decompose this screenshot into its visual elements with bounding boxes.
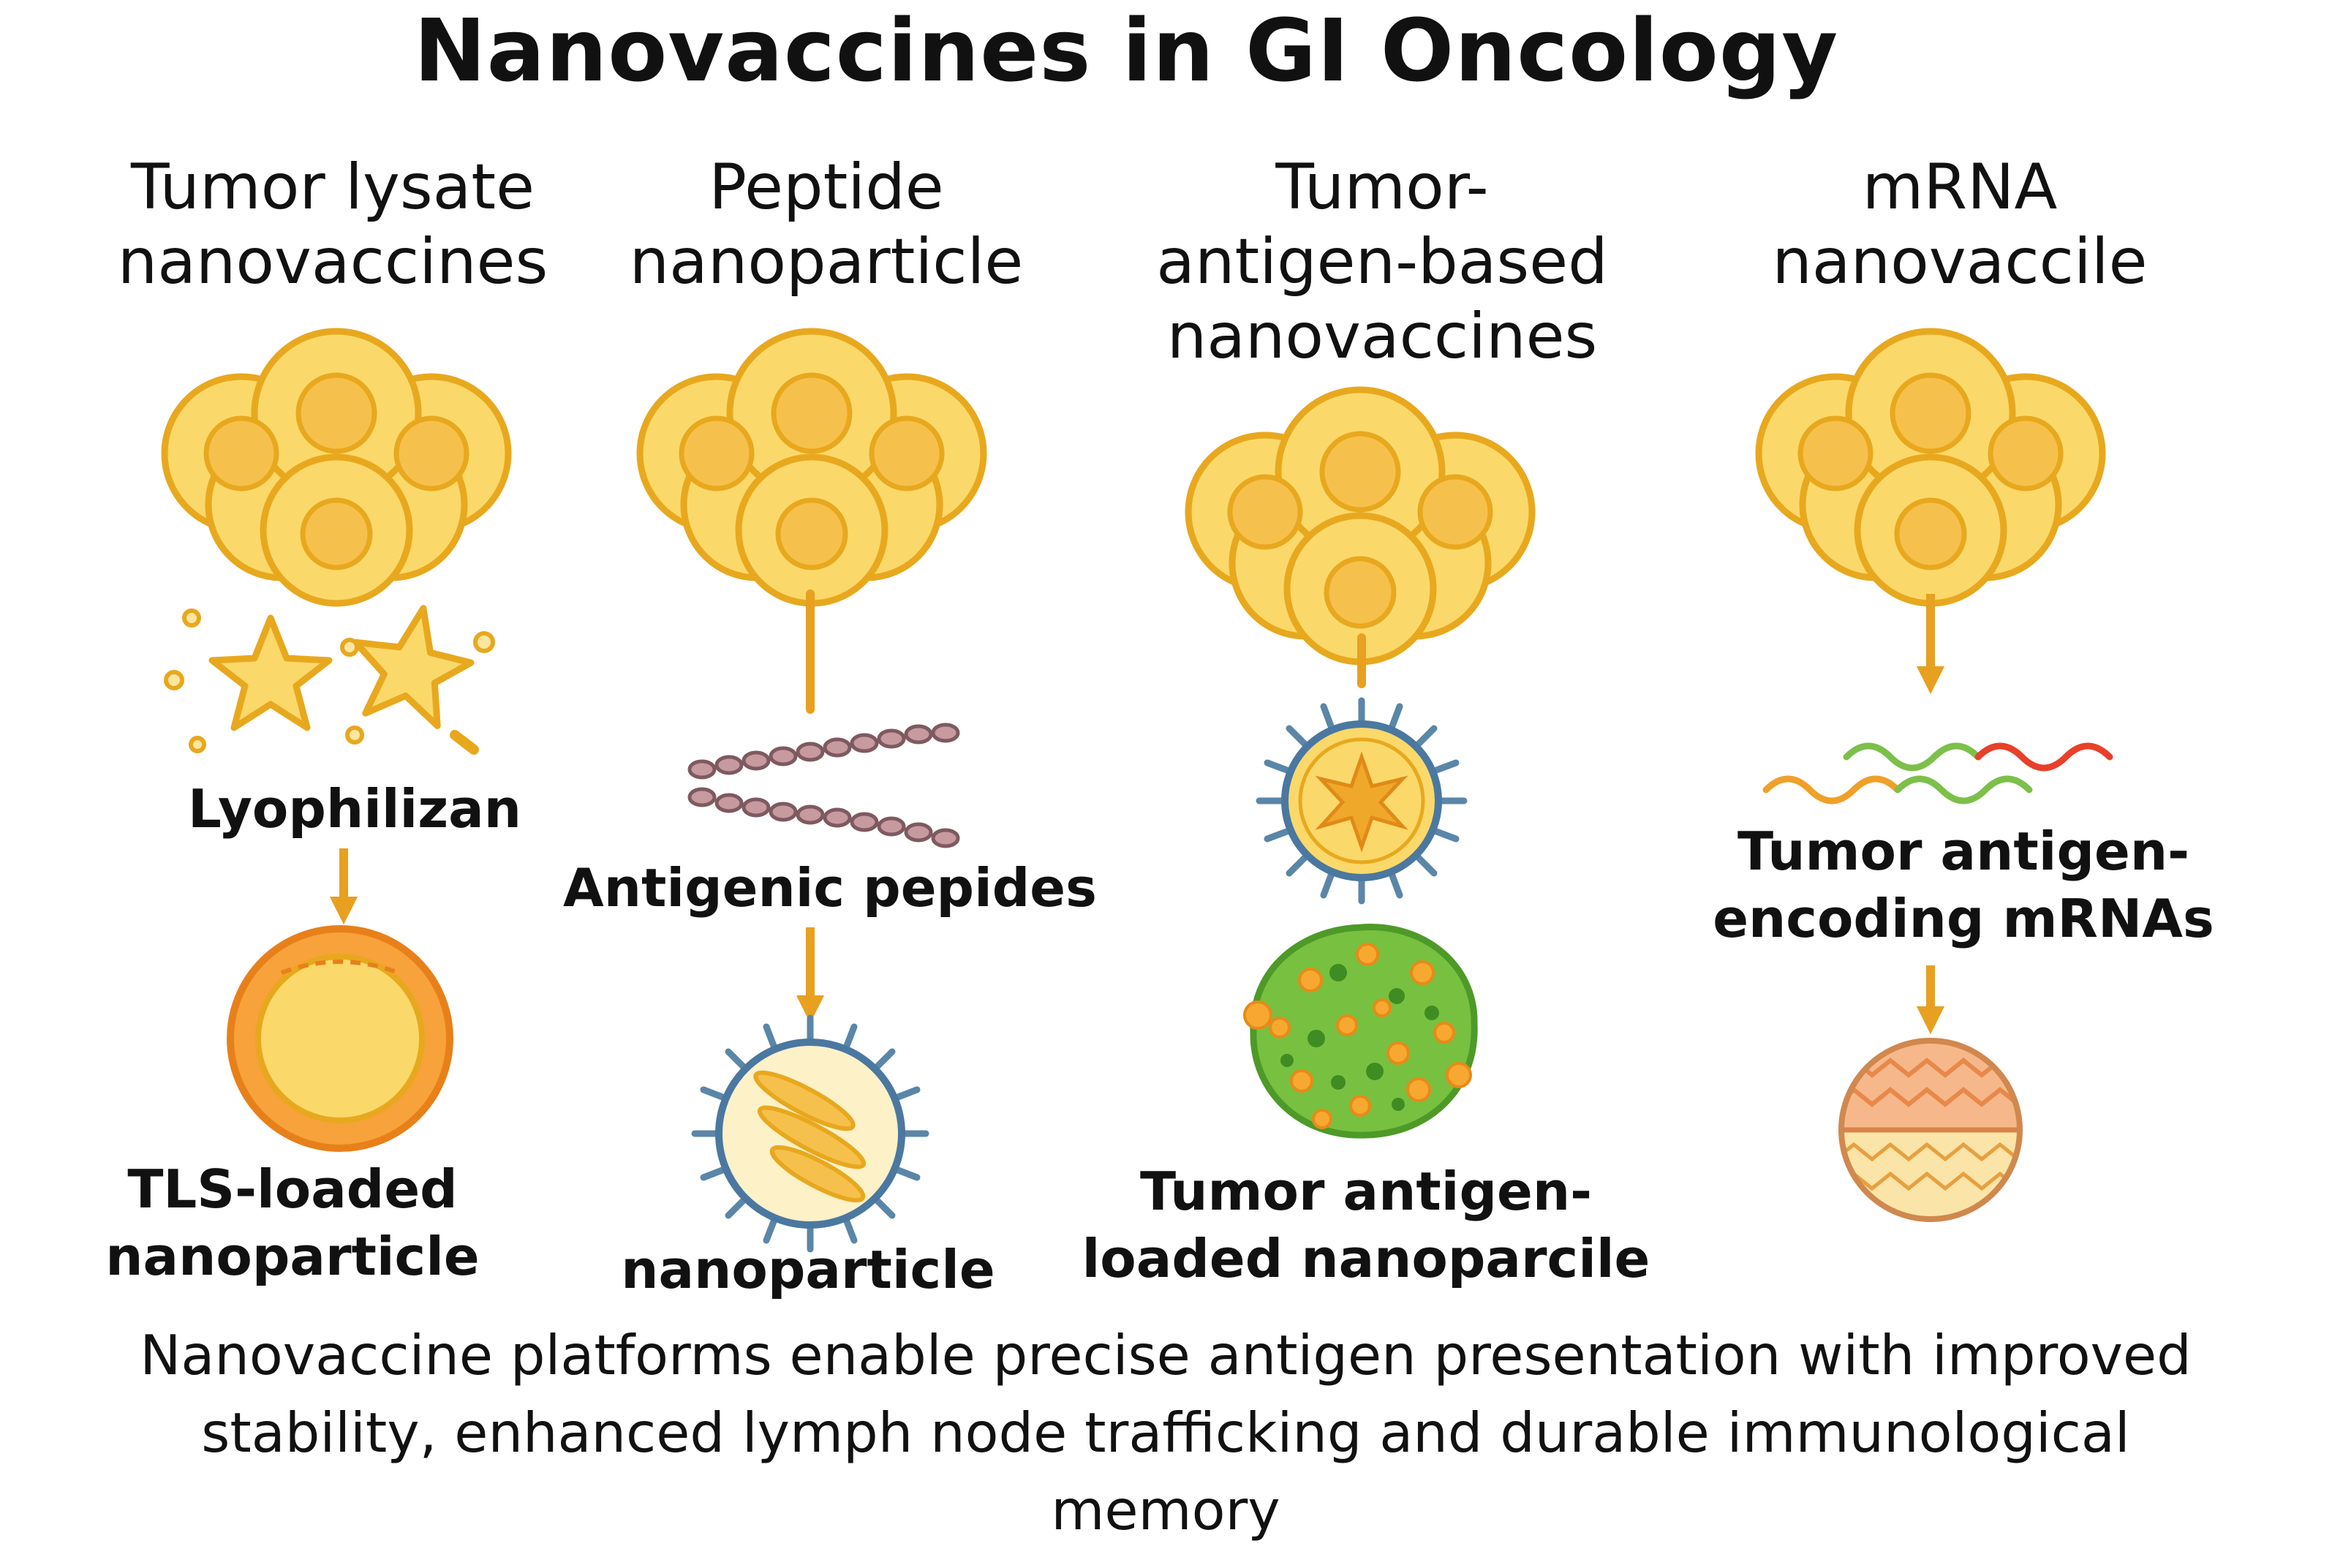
antigen-loaded-label: Tumor antigen- loaded nanoparcile <box>1082 1158 1650 1292</box>
footer-line: memory <box>1051 1478 1280 1542</box>
mrna-nanoparticle <box>1838 1038 2023 1222</box>
column-3-title-line: antigen-based <box>1156 225 1608 298</box>
column-1-title: Tumor lysate nanovaccines <box>118 150 548 299</box>
lysate-fragments <box>164 605 495 755</box>
column-4-title: mRNA nanovaccile <box>1772 150 2147 299</box>
tls-loaded-label: TLS-loaded nanoparticle <box>105 1156 480 1290</box>
tumor-cell-cluster-2 <box>640 331 984 603</box>
antigen-loaded-label-line: Tumor antigen- <box>1140 1161 1592 1222</box>
mrna-label-line: encoding mRNAs <box>1713 888 2214 949</box>
column-3-title-line: nanovaccines <box>1166 300 1598 373</box>
column-3-title-line: Tumor- <box>1275 151 1489 224</box>
tls-loaded-label-line: nanoparticle <box>105 1226 480 1287</box>
tls-loaded-nanoparticle <box>227 925 453 1152</box>
footer-caption: Nanovaccine platforms enable precise ant… <box>140 1316 2191 1549</box>
antigen-loaded-label-line: loaded nanoparcile <box>1082 1228 1650 1289</box>
column-1-title-line: Tumor lysate <box>130 151 535 224</box>
footer-line: Nanovaccine platforms enable precise ant… <box>140 1323 2192 1387</box>
column-2-title: Peptide nanoparticle <box>630 150 1024 299</box>
diagram-title: Nanovaccines in GI Oncology <box>413 0 1839 101</box>
mrna-label: Tumor antigen- encoding mRNAs <box>1713 818 2214 952</box>
column-2-title-line: Peptide <box>709 151 944 224</box>
footer-line: stability, enhanced lymph node trafficki… <box>201 1401 2130 1465</box>
antigenic-peptide-chains <box>687 723 960 848</box>
antigenic-peptides-label: Antigenic pepides <box>563 857 1097 919</box>
column-4-title-line: mRNA <box>1862 151 2058 224</box>
mrna-strands <box>1762 742 2113 804</box>
peptide-nanoparticle <box>691 1014 929 1253</box>
lyophilizan-label: Lyophilizan <box>188 778 521 840</box>
mrna-label-line: Tumor antigen- <box>1737 821 2189 882</box>
column-4-title-line: nanovaccile <box>1772 225 2148 298</box>
column-2-title-line: nanoparticle <box>629 225 1024 298</box>
column-3-title: Tumor- antigen-based nanovaccines <box>1156 150 1607 374</box>
tls-loaded-label-line: TLS-loaded <box>127 1158 458 1220</box>
antigen-nanovaccine-particle <box>1256 697 1468 905</box>
antigen-loaded-nanoparticle <box>1243 924 1478 1139</box>
tumor-cell-cluster-3 <box>1188 390 1532 662</box>
column-1-title-line: nanovaccines <box>117 225 548 298</box>
tumor-cell-cluster-4 <box>1759 331 2102 603</box>
tumor-cell-cluster-1 <box>165 331 508 603</box>
